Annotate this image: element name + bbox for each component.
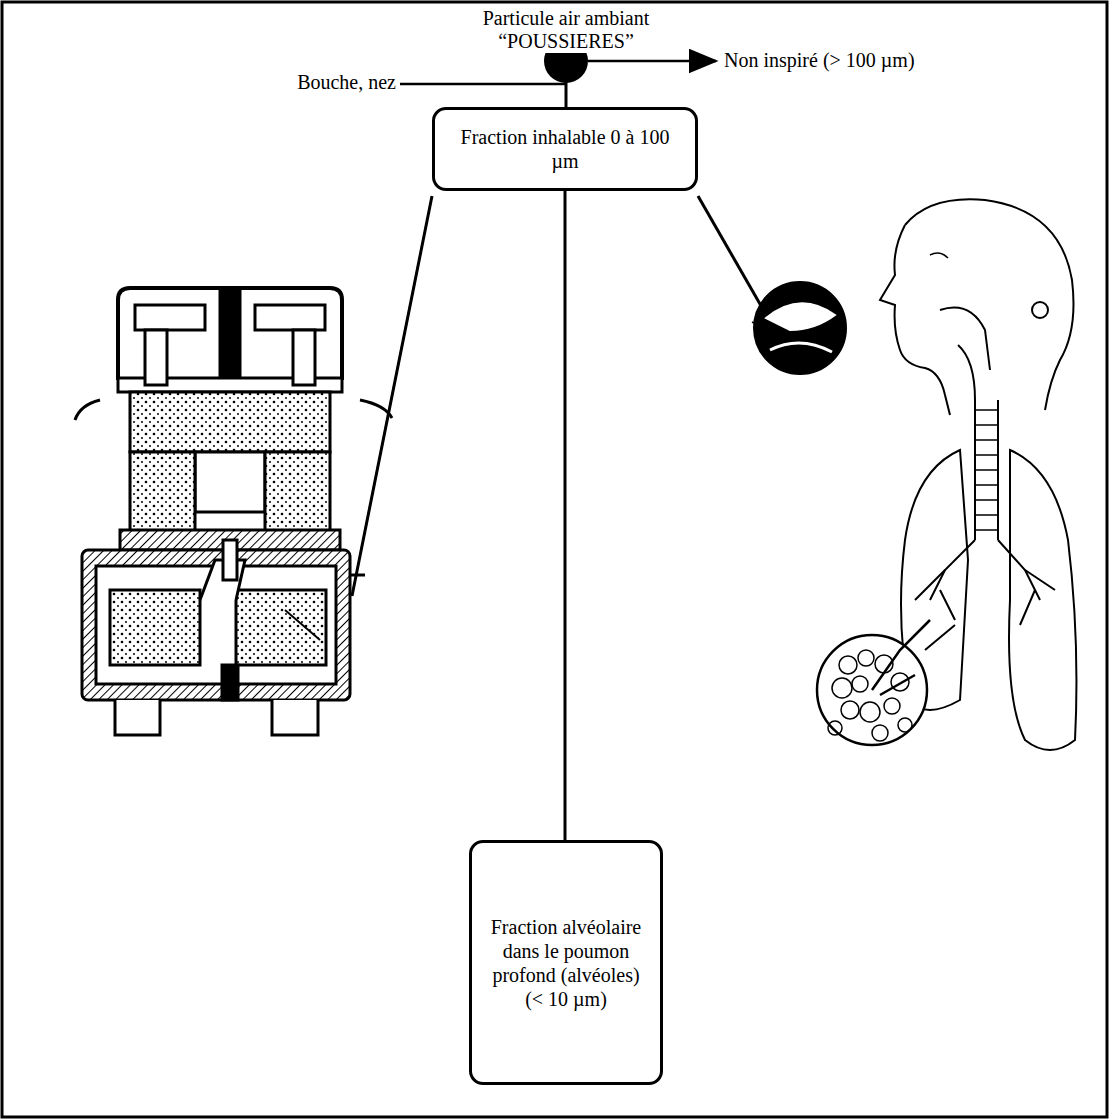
text-label: Particule air ambiant — [481, 7, 652, 30]
box-text: Fraction inhalable 0 à 100 µm — [445, 125, 685, 173]
leader-line — [698, 196, 768, 318]
leader-line — [352, 196, 432, 596]
reject-arrow — [588, 60, 716, 63]
text-label: Bouche, nez — [295, 71, 398, 94]
box-text: Fraction alvéolaire dans le poumon profo… — [482, 915, 650, 1011]
fraction-box: Fraction alvéolaire dans le poumon profo… — [469, 840, 663, 1085]
text-label: “POUSSIERES” — [496, 30, 636, 53]
sampler-device — [75, 288, 392, 735]
respiratory-tract — [752, 199, 1076, 750]
text-label: Non inspiré (> 100 µm) — [722, 49, 917, 72]
flow-connector — [564, 191, 567, 840]
fraction-box: Fraction inhalable 0 à 100 µm — [432, 107, 698, 191]
leader-line — [400, 83, 566, 86]
